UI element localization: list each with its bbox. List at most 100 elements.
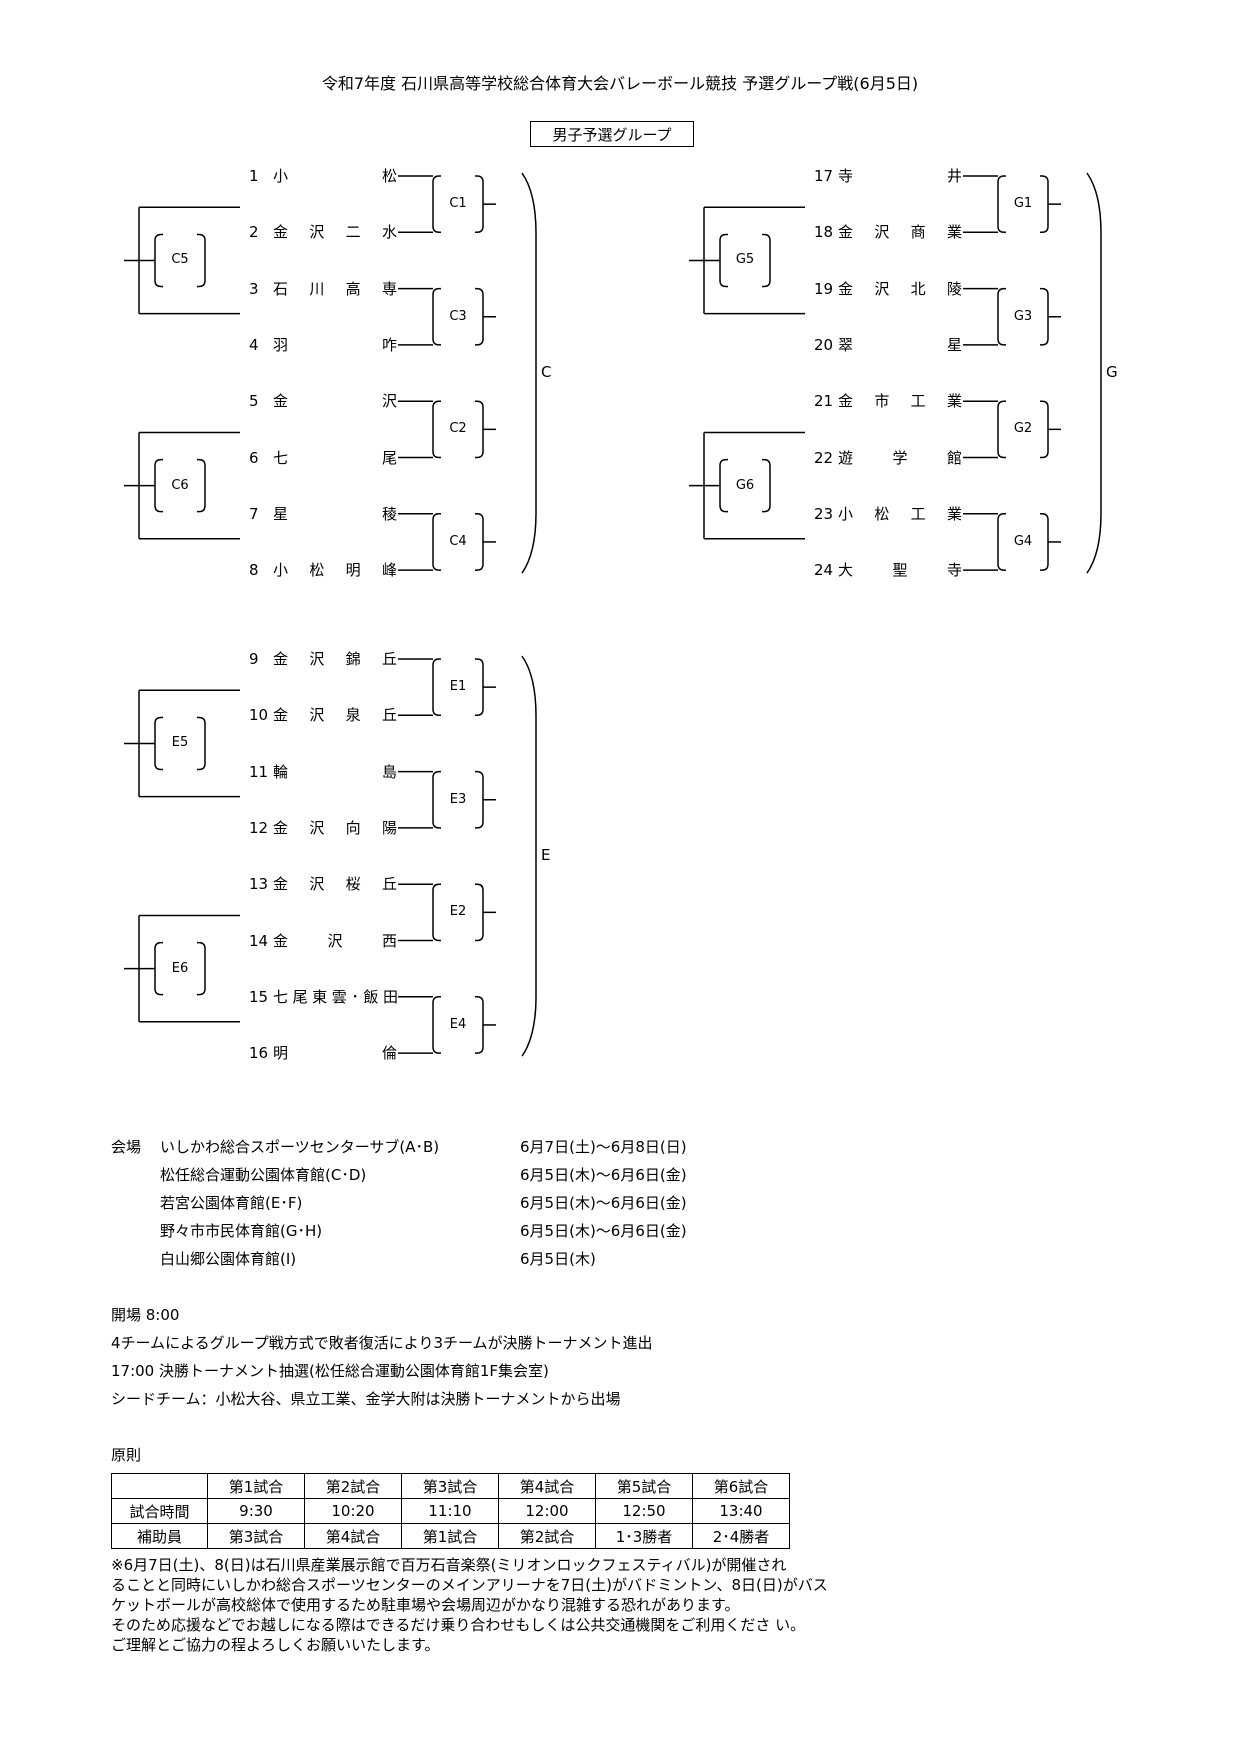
table-row: 試合時間 9:30 10:20 11:10 12:00 12:50 13:40 — [111, 1498, 790, 1524]
venue-place: 野々市市民体育館(G･H) — [160, 1222, 323, 1240]
venue-dates: 6月7日(土)～6月8日(日) — [520, 1138, 687, 1156]
team-number: 10 — [249, 706, 269, 725]
team-name: 石川高専 — [273, 279, 397, 298]
team-name: 遊学館 — [838, 448, 962, 467]
team-name: 金沢西 — [273, 931, 397, 950]
team-number: 16 — [249, 1044, 269, 1063]
team-name: 金沢泉丘 — [273, 706, 397, 725]
consolation-bracket-left — [154, 716, 163, 771]
team-number: 17 — [814, 167, 834, 185]
table-cell: 12:00 — [498, 1498, 596, 1524]
match-label: G2 — [1013, 421, 1033, 437]
match-bracket-left — [432, 658, 441, 717]
team-name: 七尾 — [273, 448, 397, 467]
consolation-bracket-right — [762, 233, 771, 288]
consolation-bracket-right — [197, 941, 206, 996]
match-label: G4 — [1013, 533, 1033, 549]
match-label: E2 — [449, 904, 467, 920]
venue-dates: 6月5日(木)～6月6日(金) — [520, 1222, 687, 1240]
match-bracket-left — [997, 513, 1006, 571]
team-name: 明倫 — [273, 1044, 397, 1063]
group-brace — [1086, 172, 1102, 574]
match-label: G1 — [1013, 196, 1033, 212]
note-seed: シードチーム：小松大谷、県立工業、金学大附は決勝トーナメントから出場 — [111, 1390, 621, 1408]
venue-place: 松任総合運動公園体育館(C･D) — [160, 1166, 367, 1184]
table-cell: 第3試合 — [207, 1523, 305, 1549]
team-row: 6 七尾 — [249, 448, 397, 468]
team-number: 5 — [249, 392, 259, 411]
consolation-bracket-left — [154, 233, 163, 288]
remark-line: そのため応援などでお越しになる際はできるだけ乗り合わせもしくは公共交通機関をご利… — [111, 1616, 806, 1634]
team-number: 14 — [249, 931, 269, 950]
table-header: 第3試合 — [401, 1473, 499, 1499]
venue-place: いしかわ総合スポーツセンターサブ(A･B) — [160, 1138, 440, 1156]
team-number: 13 — [249, 875, 269, 894]
table-cell: 12:50 — [595, 1498, 693, 1524]
team-number: 11 — [249, 762, 269, 781]
team-number: 8 — [249, 561, 259, 580]
match-bracket-left — [432, 513, 441, 571]
team-number: 19 — [814, 279, 834, 298]
team-name: 金沢 — [273, 392, 397, 411]
team-number: 9 — [249, 650, 259, 668]
table-header: 第4試合 — [498, 1473, 596, 1499]
remark-line: ※6月7日(土)、8(日)は石川県産業展示館で百万石音楽祭(ミリオンロックフェス… — [111, 1556, 787, 1574]
group-brace — [521, 655, 537, 1057]
team-name: 小松工業 — [838, 504, 962, 523]
group-letter: E — [541, 846, 551, 865]
match-label: E4 — [449, 1016, 467, 1032]
team-name: 大聖寺 — [838, 561, 962, 580]
note-opening: 開場 8:00 — [111, 1306, 180, 1324]
team-name: 金沢北陵 — [838, 279, 962, 298]
match-label: G3 — [1013, 308, 1033, 324]
team-number: 24 — [814, 561, 834, 580]
match-bracket-left — [997, 175, 1006, 234]
team-number: 4 — [249, 335, 259, 354]
consolation-label: G5 — [735, 252, 755, 268]
table-header: 第1試合 — [207, 1473, 305, 1499]
team-number: 22 — [814, 448, 834, 467]
consolation-label: C5 — [171, 252, 189, 268]
group-letter: C — [541, 363, 552, 382]
team-number: 6 — [249, 448, 259, 467]
match-label: E3 — [449, 791, 467, 807]
team-name: 寺井 — [838, 167, 962, 185]
table-cell: 1･3勝者 — [595, 1523, 693, 1549]
venue-heading: 会場 — [111, 1138, 142, 1156]
match-label: C2 — [449, 421, 467, 437]
note-draw: 17:00 決勝トーナメント抽選(松任総合運動公園体育館1F集会室) — [111, 1362, 549, 1380]
consolation-bracket-left — [719, 458, 728, 513]
venue-dates: 6月5日(木)～6月6日(金) — [520, 1166, 687, 1184]
team-name: 輪島 — [273, 762, 397, 781]
table-cell: 2･4勝者 — [692, 1523, 790, 1549]
team-name: 金市工業 — [838, 392, 962, 411]
group-label: 男子予選グループ — [530, 121, 694, 147]
team-name: 翠星 — [838, 335, 962, 354]
remark-line: ご理解とご協力の程よろしくお願いいたします。 — [111, 1636, 440, 1654]
team-number: 23 — [814, 504, 834, 523]
table-header: 第2試合 — [304, 1473, 402, 1499]
consolation-bracket-left — [154, 941, 163, 996]
row-label: 試合時間 — [111, 1498, 208, 1524]
consolation-label: E5 — [171, 735, 189, 751]
consolation-bracket-right — [197, 458, 206, 513]
table-cell: 11:10 — [401, 1498, 499, 1524]
